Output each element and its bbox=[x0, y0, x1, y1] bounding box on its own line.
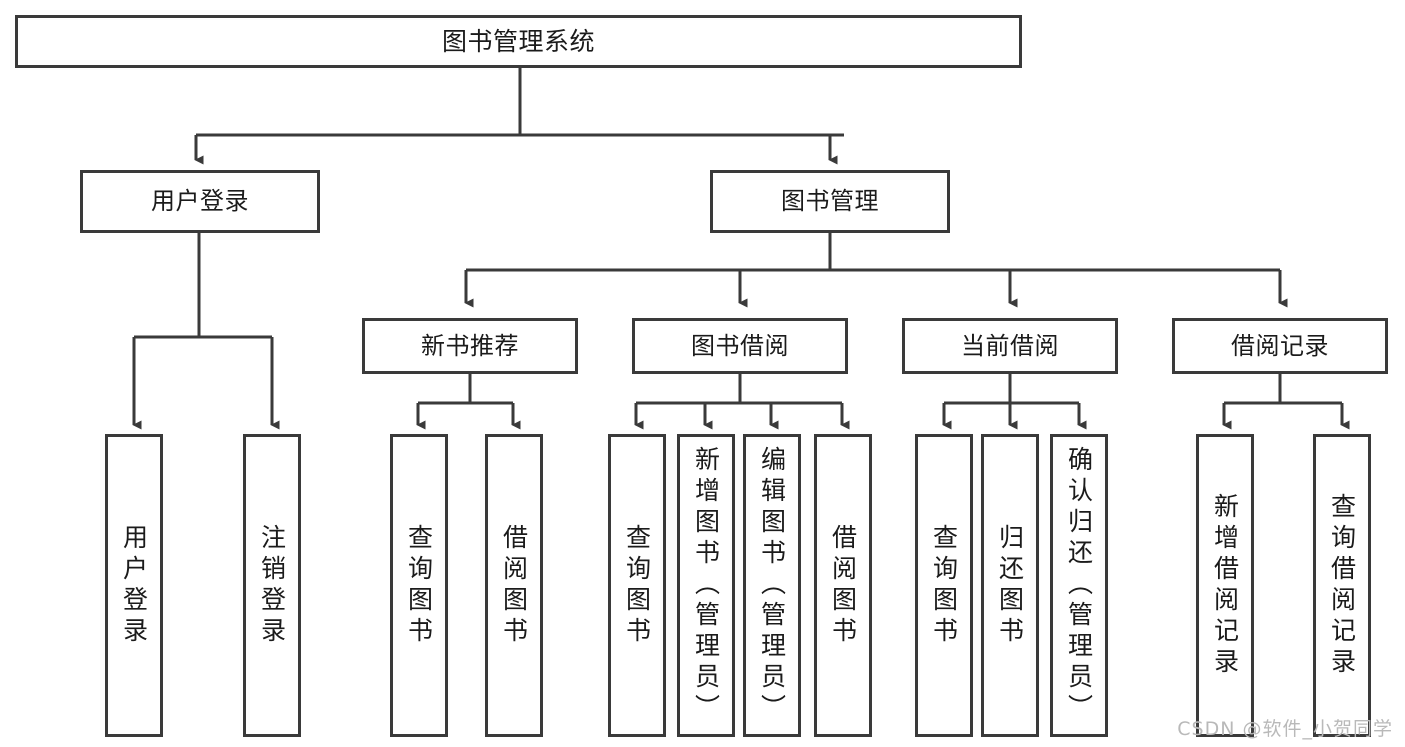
node-borrow-record[interactable]: 借阅记录 bbox=[1172, 318, 1388, 374]
node-user-login[interactable]: 用户登录 bbox=[80, 170, 320, 233]
leaf-record-query-record[interactable]: 查询借阅记录 bbox=[1313, 434, 1371, 737]
node-label: 用户登录 bbox=[151, 187, 249, 216]
node-root-system[interactable]: 图书管理系统 bbox=[15, 15, 1022, 68]
node-label: 新增图书（管理员） bbox=[691, 446, 721, 725]
node-label: 借阅记录 bbox=[1231, 331, 1329, 360]
leaf-borrow-edit-book-admin[interactable]: 编辑图书（管理员） bbox=[743, 434, 801, 737]
node-label: 注销登录 bbox=[257, 523, 287, 648]
node-label: 新书推荐 bbox=[421, 331, 519, 360]
node-label: 编辑图书（管理员） bbox=[757, 446, 787, 725]
node-label: 归还图书 bbox=[995, 523, 1025, 648]
node-label: 新增借阅记录 bbox=[1210, 492, 1240, 679]
leaf-record-add-record[interactable]: 新增借阅记录 bbox=[1196, 434, 1254, 737]
node-label: 用户登录 bbox=[119, 523, 149, 648]
node-current-borrow[interactable]: 当前借阅 bbox=[902, 318, 1118, 374]
leaf-recommend-query-book[interactable]: 查询图书 bbox=[390, 434, 448, 737]
node-label: 确认归还（管理员） bbox=[1064, 446, 1094, 725]
node-book-borrow[interactable]: 图书借阅 bbox=[632, 318, 848, 374]
node-label: 查询图书 bbox=[622, 523, 652, 648]
node-book-management[interactable]: 图书管理 bbox=[710, 170, 950, 233]
leaf-user-login-signin[interactable]: 用户登录 bbox=[105, 434, 163, 737]
node-label: 图书管理系统 bbox=[441, 26, 595, 56]
leaf-user-login-signout[interactable]: 注销登录 bbox=[243, 434, 301, 737]
node-new-book-recommend[interactable]: 新书推荐 bbox=[362, 318, 578, 374]
node-label: 图书借阅 bbox=[691, 331, 789, 360]
node-label: 查询图书 bbox=[929, 523, 959, 648]
node-label: 查询借阅记录 bbox=[1327, 492, 1357, 679]
leaf-current-confirm-return-admin[interactable]: 确认归还（管理员） bbox=[1050, 434, 1108, 737]
leaf-recommend-borrow-book[interactable]: 借阅图书 bbox=[485, 434, 543, 737]
leaf-borrow-query-book[interactable]: 查询图书 bbox=[608, 434, 666, 737]
node-label: 查询图书 bbox=[404, 523, 434, 648]
node-label: 当前借阅 bbox=[961, 331, 1059, 360]
node-label: 借阅图书 bbox=[499, 523, 529, 648]
node-label: 图书管理 bbox=[781, 187, 879, 216]
leaf-borrow-borrow-book[interactable]: 借阅图书 bbox=[814, 434, 872, 737]
leaf-current-return-book[interactable]: 归还图书 bbox=[981, 434, 1039, 737]
node-label: 借阅图书 bbox=[828, 523, 858, 648]
leaf-borrow-add-book-admin[interactable]: 新增图书（管理员） bbox=[677, 434, 735, 737]
leaf-current-query-book[interactable]: 查询图书 bbox=[915, 434, 973, 737]
